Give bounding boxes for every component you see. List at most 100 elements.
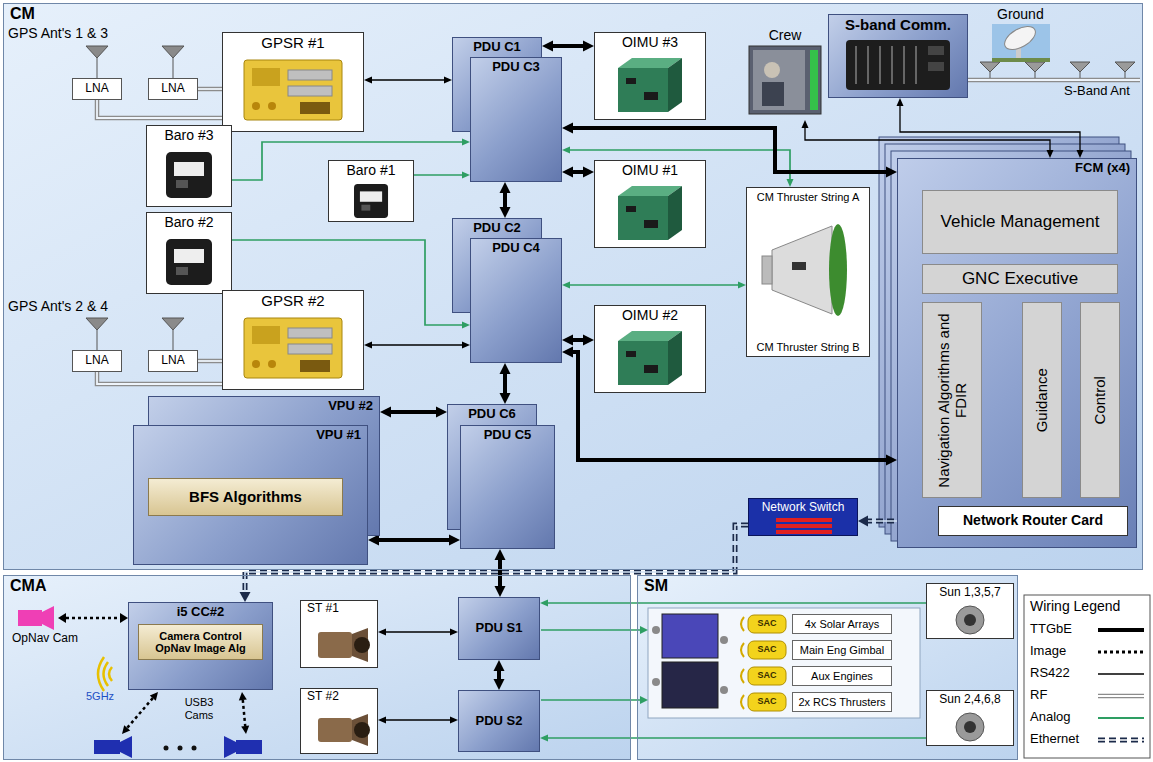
node-label: LNA bbox=[161, 82, 184, 95]
ground-dish-picture-part bbox=[1016, 44, 1021, 60]
annotation: OpNav Cam bbox=[12, 632, 78, 646]
node-label: PDU C3 bbox=[492, 60, 540, 74]
legend-box-part bbox=[1098, 651, 1144, 654]
imu-picture-part bbox=[618, 186, 682, 196]
annotation-holder: OpNav Cam bbox=[12, 632, 78, 646]
arrow-head bbox=[380, 407, 391, 418]
legend-box-part bbox=[1098, 695, 1144, 697]
wire-line bbox=[376, 538, 453, 542]
crew-picture bbox=[749, 46, 821, 114]
barometer-picture-part bbox=[176, 180, 188, 188]
gps-receiver-picture-part bbox=[252, 326, 280, 344]
controller-icon-part bbox=[748, 641, 786, 659]
region-label: SM bbox=[644, 577, 668, 595]
node-label: OIMU #3 bbox=[622, 35, 678, 50]
annotation-holder: GPS Ant's 1 & 3 bbox=[8, 25, 108, 41]
annotation-holder: 5GHz bbox=[86, 690, 114, 703]
arrow-head bbox=[495, 549, 506, 560]
s-band-antenna-part-part bbox=[1125, 72, 1126, 78]
amplifier-box: LNA bbox=[148, 350, 198, 372]
gps-antenna-part bbox=[173, 330, 174, 350]
imu-picture bbox=[618, 186, 682, 240]
camera-icon-part bbox=[164, 746, 169, 751]
node-label: PDU S2 bbox=[476, 714, 523, 728]
annotation: GPS Ant's 2 & 4 bbox=[8, 298, 108, 314]
node-label: LNA bbox=[85, 82, 108, 95]
node-label: 2x RCS Thrusters bbox=[798, 696, 885, 708]
legend-box-part bbox=[1098, 694, 1144, 699]
node-label: VPU #2 bbox=[328, 399, 373, 413]
gps-antenna-part bbox=[162, 46, 184, 58]
barometer-picture-part bbox=[360, 191, 382, 201]
controller-icon-part bbox=[748, 615, 786, 633]
arrow-head bbox=[364, 342, 372, 349]
gps-receiver-picture-part bbox=[252, 360, 260, 368]
star-tracker-picture bbox=[318, 714, 370, 746]
legend-box-part bbox=[1098, 738, 1144, 743]
s-band-antenna-part-part bbox=[1080, 72, 1081, 78]
node-label: Camera Control OpNav Image Alg bbox=[143, 630, 258, 654]
imu-picture-part bbox=[618, 58, 682, 68]
annotation-holder: Wiring Legend bbox=[1030, 598, 1120, 614]
capsule-picture bbox=[762, 224, 847, 316]
arrow-head bbox=[450, 629, 458, 636]
imu-picture-part bbox=[644, 220, 658, 228]
ttgbe-link bbox=[380, 407, 447, 418]
component-box: ST #1 bbox=[300, 600, 378, 668]
analog-wire-part bbox=[640, 626, 648, 634]
barometer-picture bbox=[166, 239, 212, 285]
service-module-picture bbox=[652, 614, 728, 708]
wire-line bbox=[568, 284, 741, 286]
gps-antenna-part bbox=[86, 46, 108, 58]
s-band-antenna-part bbox=[968, 78, 1140, 83]
imu-picture bbox=[618, 58, 682, 112]
gps-receiver-picture-part bbox=[244, 318, 342, 378]
gps-receiver-picture-part bbox=[268, 360, 276, 368]
radio-picture-part bbox=[846, 40, 950, 90]
legend-box-part bbox=[1098, 739, 1144, 741]
wire-line bbox=[384, 719, 453, 720]
arrow-head bbox=[462, 139, 470, 146]
legend-box-part bbox=[1098, 717, 1144, 719]
node-label: PDU C4 bbox=[492, 241, 540, 255]
region-ground bbox=[3, 3, 1143, 760]
wire-line bbox=[97, 372, 222, 384]
component-box: Baro #1 bbox=[328, 160, 414, 222]
legend-label: RS422 bbox=[1030, 666, 1070, 681]
star-tracker-picture bbox=[318, 628, 370, 662]
ttgbe-link bbox=[562, 335, 594, 346]
star-tracker-picture-part bbox=[354, 722, 370, 738]
wire-line bbox=[97, 100, 222, 118]
radio-picture-part-part bbox=[891, 46, 893, 84]
s-band-antenna-part-part bbox=[980, 62, 1000, 72]
gps-receiver-picture-part bbox=[288, 86, 332, 96]
analog-link bbox=[562, 282, 746, 289]
image-link-part bbox=[241, 726, 249, 734]
sun-sensor-picture bbox=[956, 606, 984, 741]
arrow-head bbox=[378, 629, 386, 636]
barometer-picture-part bbox=[166, 239, 212, 285]
wire-line bbox=[198, 359, 222, 364]
s-band-antenna-part-part bbox=[1070, 62, 1090, 72]
node-label: GPSR #1 bbox=[261, 35, 324, 52]
barometer-picture-part bbox=[166, 152, 212, 198]
node-label: Crew bbox=[769, 28, 802, 43]
arrow-head bbox=[1077, 150, 1084, 158]
capsule-picture-part bbox=[792, 262, 806, 270]
imu-picture-part bbox=[618, 68, 668, 112]
arrow-head bbox=[368, 535, 379, 546]
arrow-head bbox=[364, 77, 372, 84]
gps-receiver-picture-part bbox=[300, 102, 330, 114]
radio-picture-part-part bbox=[867, 46, 869, 84]
imu-picture-part bbox=[618, 331, 682, 341]
arrow-head bbox=[494, 660, 505, 671]
annotation-holder: USB3 Cams bbox=[176, 696, 222, 721]
imu-picture-part bbox=[668, 331, 682, 385]
barometer-picture-part bbox=[354, 184, 388, 218]
node-label: PDU C1 bbox=[473, 40, 521, 54]
node-label: BFS Algorithms bbox=[189, 489, 302, 506]
annotation: SAC bbox=[748, 618, 786, 628]
ttgbe-link bbox=[500, 182, 511, 218]
gps-receiver-picture-part bbox=[300, 360, 330, 372]
service-module-picture-part bbox=[652, 678, 660, 686]
